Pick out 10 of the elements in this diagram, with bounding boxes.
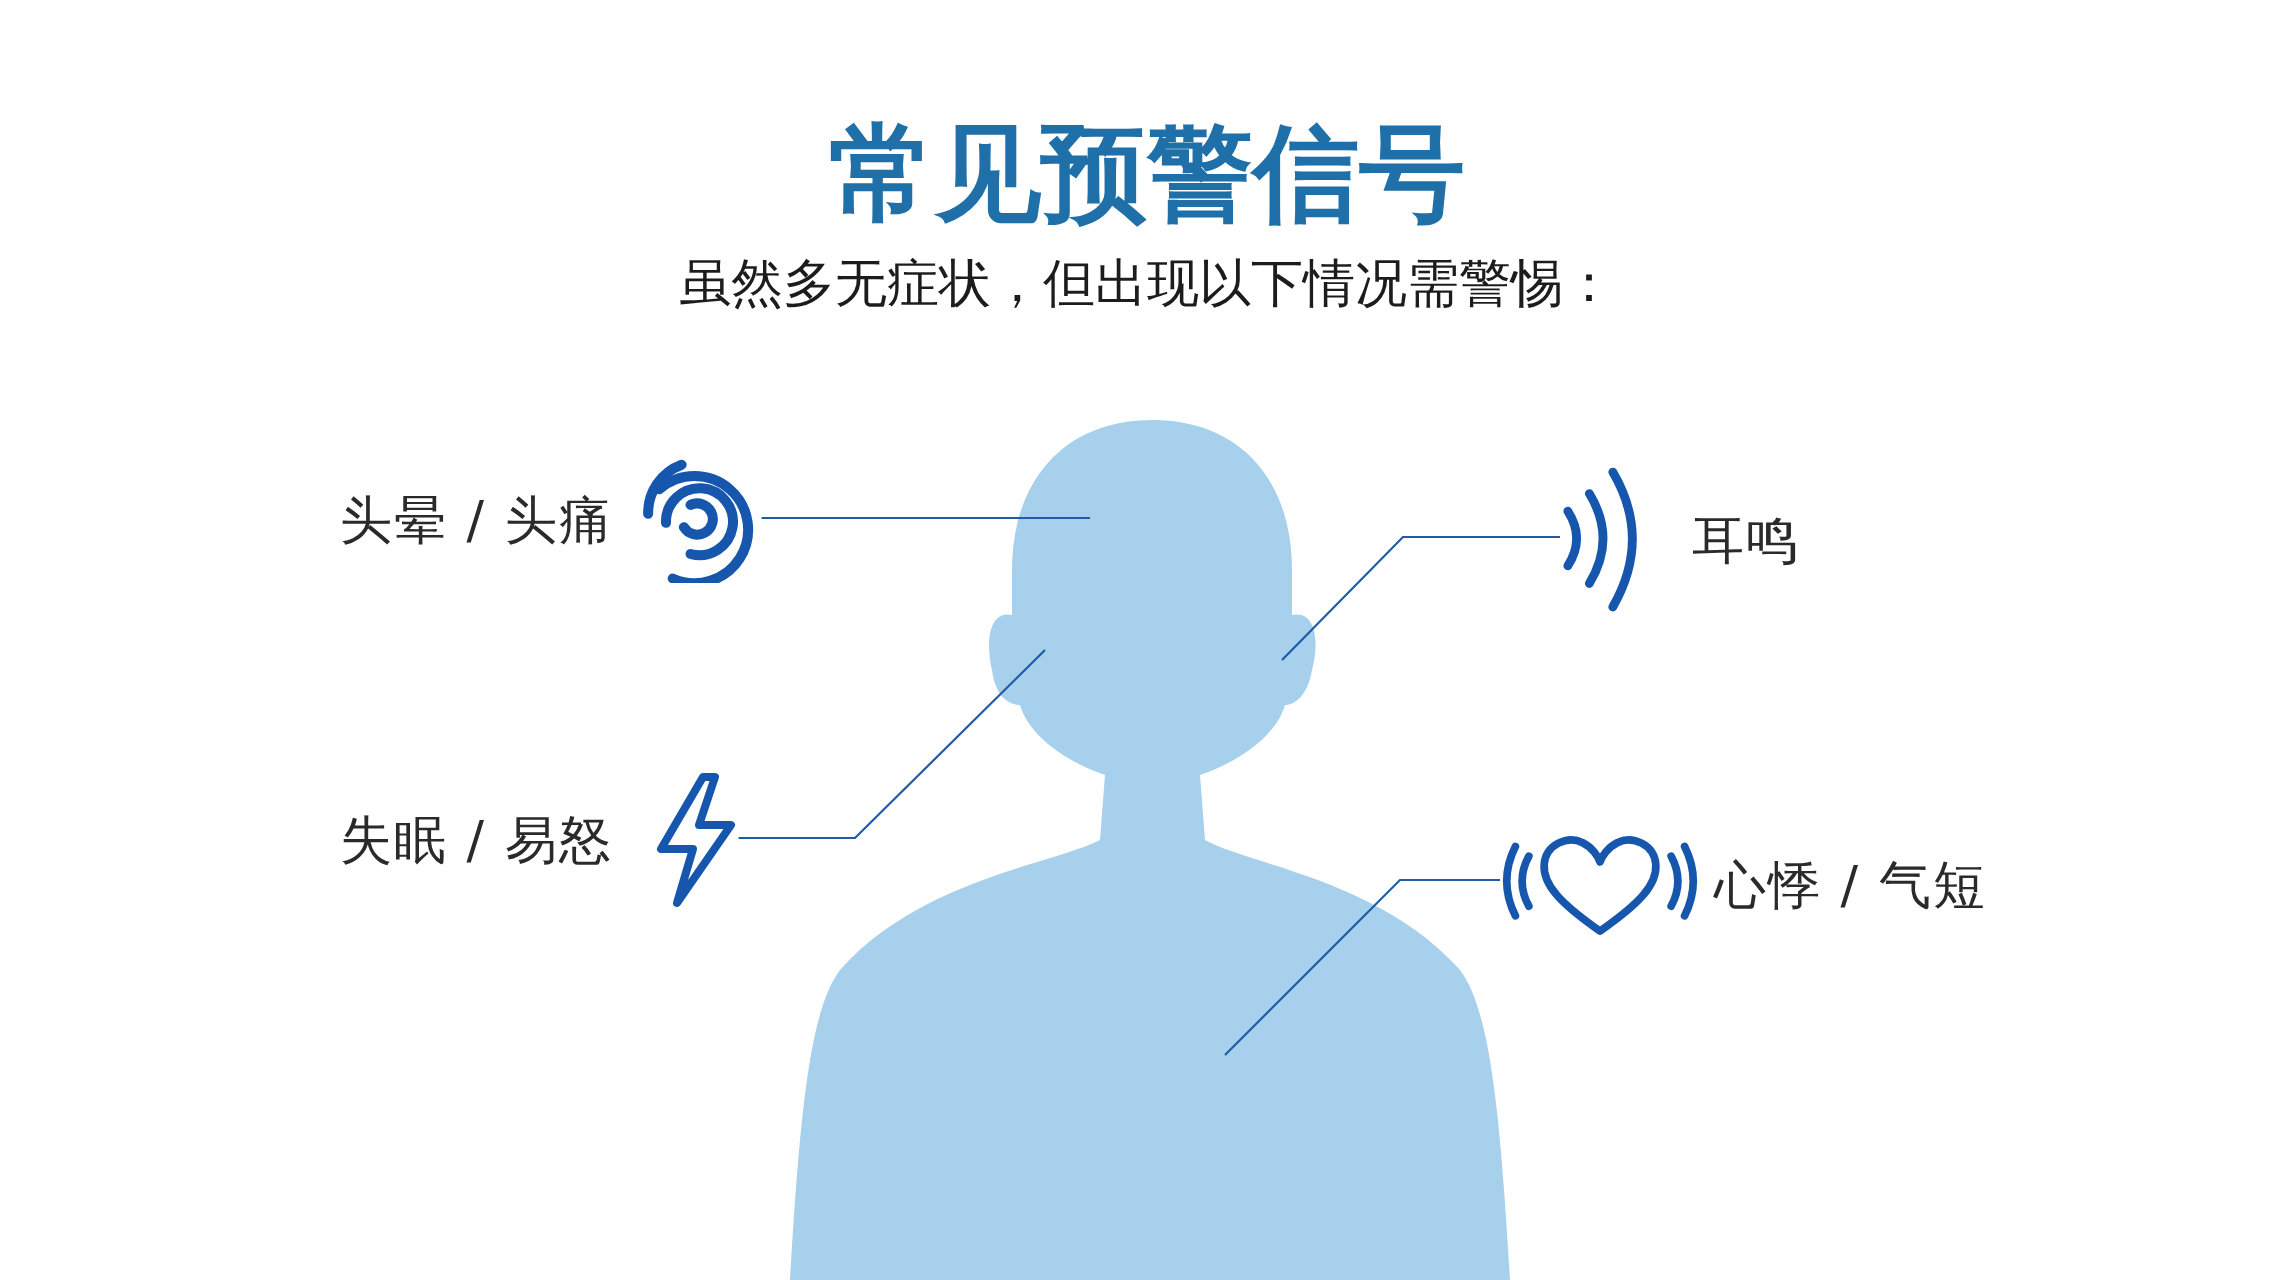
subtitle: 虽然多无症状，但出现以下情况需警惕： xyxy=(679,252,1615,315)
symptom-label: 头晕 / 头痛 xyxy=(340,488,613,552)
symptom-label: 耳鸣 xyxy=(1692,508,1800,572)
leader-line xyxy=(1224,878,1500,1056)
title: 常见预警信号 xyxy=(829,111,1465,237)
leader-line xyxy=(761,516,1090,520)
leader-line xyxy=(738,649,1046,840)
symptom-label: 失眠 / 易怒 xyxy=(340,808,613,872)
leader-line xyxy=(1281,535,1560,661)
symptom-label: 心悸 / 气短 xyxy=(1714,853,1987,917)
